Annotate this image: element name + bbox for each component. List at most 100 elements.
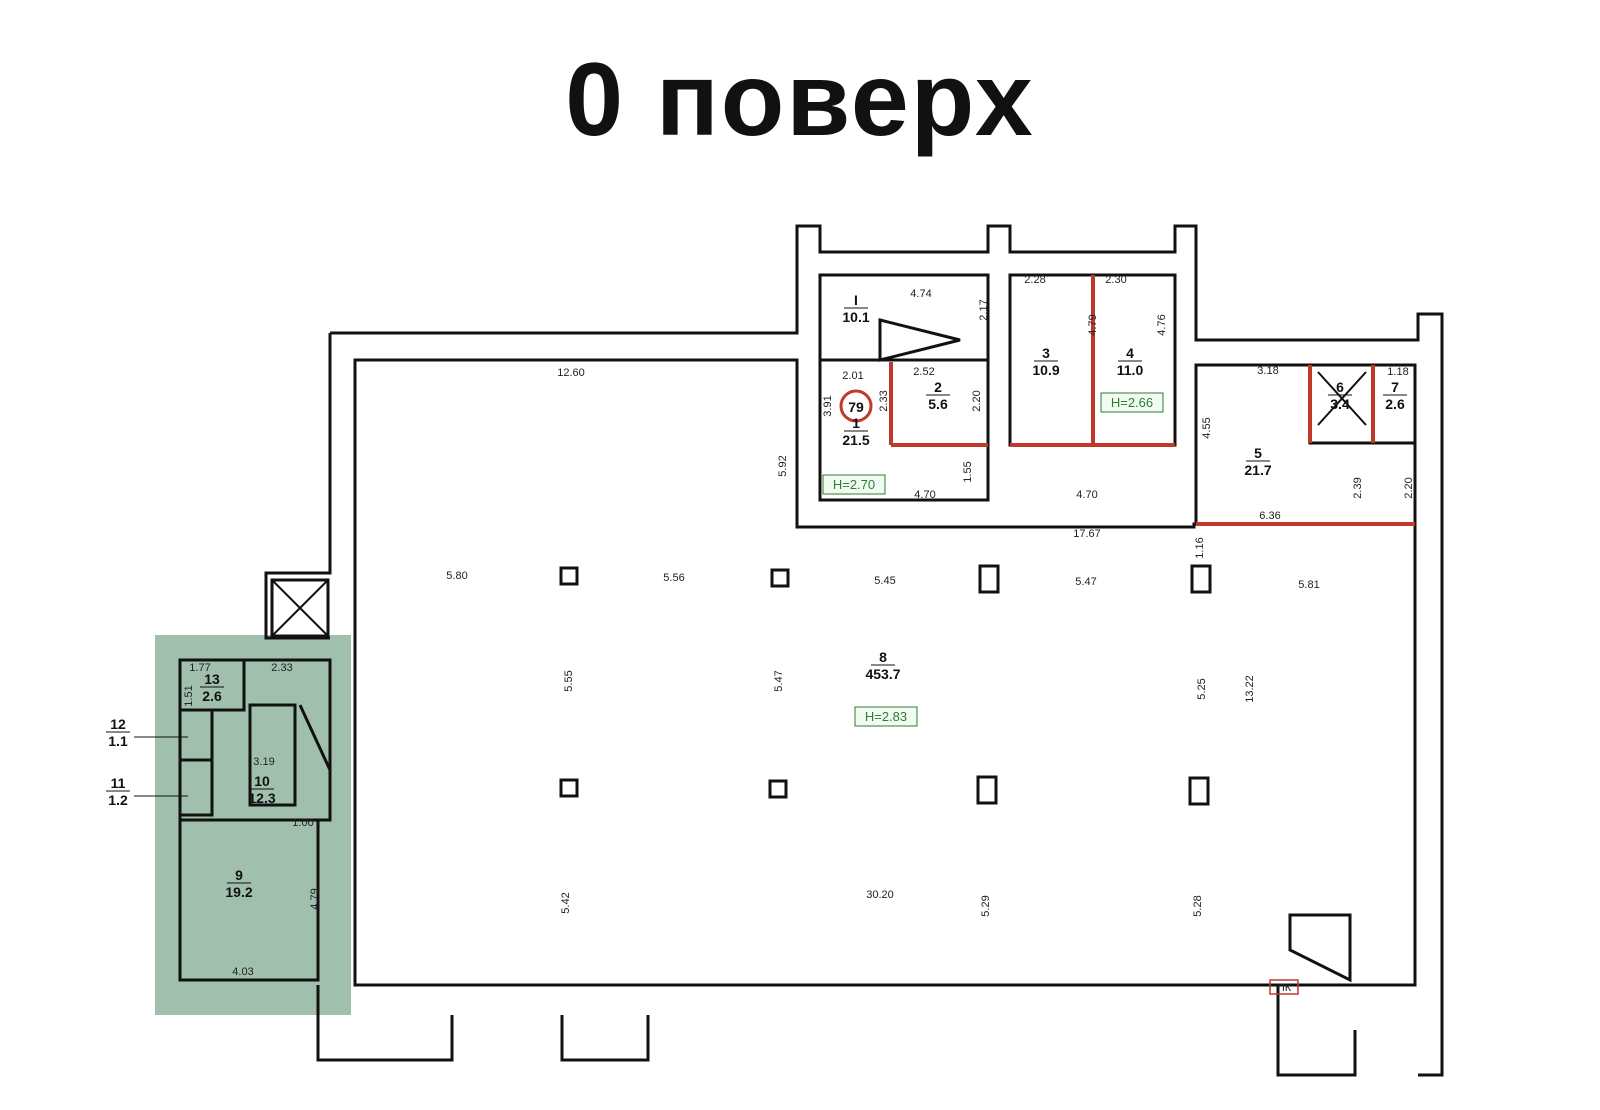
column (768, 779, 788, 799)
room-area: 5.6 (928, 396, 948, 412)
dimension-label: 3.18 (1257, 365, 1278, 377)
dimension-label: 1.55 (962, 461, 974, 482)
room-number: 1 (852, 415, 860, 431)
height-box (822, 474, 886, 495)
column (559, 566, 579, 586)
room-area: 10.1 (842, 309, 869, 325)
dimension-label: 5.55 (563, 670, 575, 691)
dimension-label: 5.47 (1075, 576, 1096, 588)
dimension-label: 5.92 (777, 455, 789, 476)
room-area: 11.0 (1117, 362, 1144, 378)
stair-10 (248, 703, 332, 807)
dimension-label: 4.76 (1156, 314, 1168, 335)
page-title: 0 поверх (565, 42, 1035, 158)
room-area: 12.3 (248, 790, 275, 806)
dimension-label: 5.45 (874, 575, 895, 587)
left-wall (264, 333, 332, 640)
room-number: 6 (1336, 379, 1344, 395)
room-area: 1.1 (108, 733, 128, 749)
elevator-cross (271, 579, 329, 637)
stair-right (1288, 913, 1352, 983)
dimension-label: 1.77 (189, 662, 210, 674)
column (978, 564, 1000, 594)
dimension-label: 3.91 (822, 395, 834, 416)
badge-circle (839, 389, 873, 423)
dimension-label: 5.47 (773, 670, 785, 691)
dimension-label: 2.39 (1352, 477, 1364, 498)
height-label: H=2.83 (865, 709, 907, 724)
dimension-label: 2.28 (1024, 274, 1045, 286)
dimension-label: 5.42 (560, 892, 572, 913)
dimension-label: 5.80 (446, 570, 467, 582)
height-box (854, 706, 918, 727)
dimension-label: 2.20 (1403, 477, 1415, 498)
column (770, 568, 790, 588)
height-label: H=2.66 (1111, 395, 1153, 410)
shaft-6-cross (1317, 371, 1367, 426)
room-11 (178, 758, 214, 817)
column (559, 778, 579, 798)
elevator-shaft (270, 578, 330, 638)
room-number: 10 (254, 773, 270, 789)
dimension-label: 1.18 (1387, 366, 1408, 378)
light-well (560, 1015, 650, 1062)
dimension-label: 4.70 (914, 489, 935, 501)
dimension-label: 4.79 (1087, 314, 1099, 335)
room-area: 21.7 (1244, 462, 1271, 478)
dimension-label: 12.60 (557, 367, 585, 379)
room-number: 9 (235, 867, 243, 883)
room-4 (1091, 273, 1177, 447)
room-area: 2.6 (1385, 396, 1405, 412)
dimension-label: 1.00 (292, 817, 313, 829)
room-area: 453.7 (865, 666, 900, 682)
column (1188, 776, 1210, 806)
dimension-label: 5.25 (1196, 678, 1208, 699)
dimension-label: 5.81 (1298, 579, 1319, 591)
dimension-label: 2.33 (271, 662, 292, 674)
dimension-label: 13.22 (1244, 675, 1256, 703)
pk-marker: ПК (1277, 982, 1292, 994)
room-number: 12 (110, 716, 126, 732)
room-area: 21.5 (842, 432, 869, 448)
room-area: 2.6 (202, 688, 222, 704)
dimension-label: 2.30 (1105, 274, 1126, 286)
room-3 (1008, 273, 1095, 447)
light-well (1276, 985, 1357, 1077)
outer-wall (330, 224, 1444, 1077)
stair-I (878, 318, 961, 362)
inner-wall (353, 358, 1417, 987)
dimension-label: 1.16 (1194, 537, 1206, 558)
room-number: I (854, 292, 858, 308)
room-number: 13 (204, 671, 220, 687)
dimension-label: 4.79 (309, 888, 321, 909)
room-number: 5 (1254, 445, 1262, 461)
dimension-label: 2.01 (842, 370, 863, 382)
room-area: 10.9 (1032, 362, 1059, 378)
dimension-label: 2.52 (913, 366, 934, 378)
room-1 (818, 358, 990, 502)
height-label: H=2.70 (833, 477, 875, 492)
dimension-label: 5.28 (1192, 895, 1204, 916)
dimension-label: 4.74 (910, 288, 931, 300)
dimension-label: 1.51 (183, 685, 195, 706)
room-number: 3 (1042, 345, 1050, 361)
room-area: 3.4 (1330, 396, 1350, 412)
height-box (1100, 392, 1164, 413)
dimension-label: 2.17 (978, 299, 990, 320)
dimension-label: 4.55 (1201, 417, 1213, 438)
room-area: 1.2 (108, 792, 128, 808)
dimension-label: 3.19 (253, 756, 274, 768)
pk-marker-box (1269, 979, 1299, 995)
dimension-label: 4.70 (1076, 489, 1097, 501)
badge-number: 79 (848, 399, 864, 415)
dimension-label: 5.56 (663, 572, 684, 584)
dimension-label: 2.20 (971, 390, 983, 411)
room-number: 8 (879, 649, 887, 665)
room-area: 19.2 (225, 884, 252, 900)
room-number: 2 (934, 379, 942, 395)
room-number: 11 (111, 775, 126, 791)
light-well (316, 985, 454, 1062)
column (1190, 564, 1212, 594)
dimension-label: 17.67 (1073, 528, 1101, 540)
